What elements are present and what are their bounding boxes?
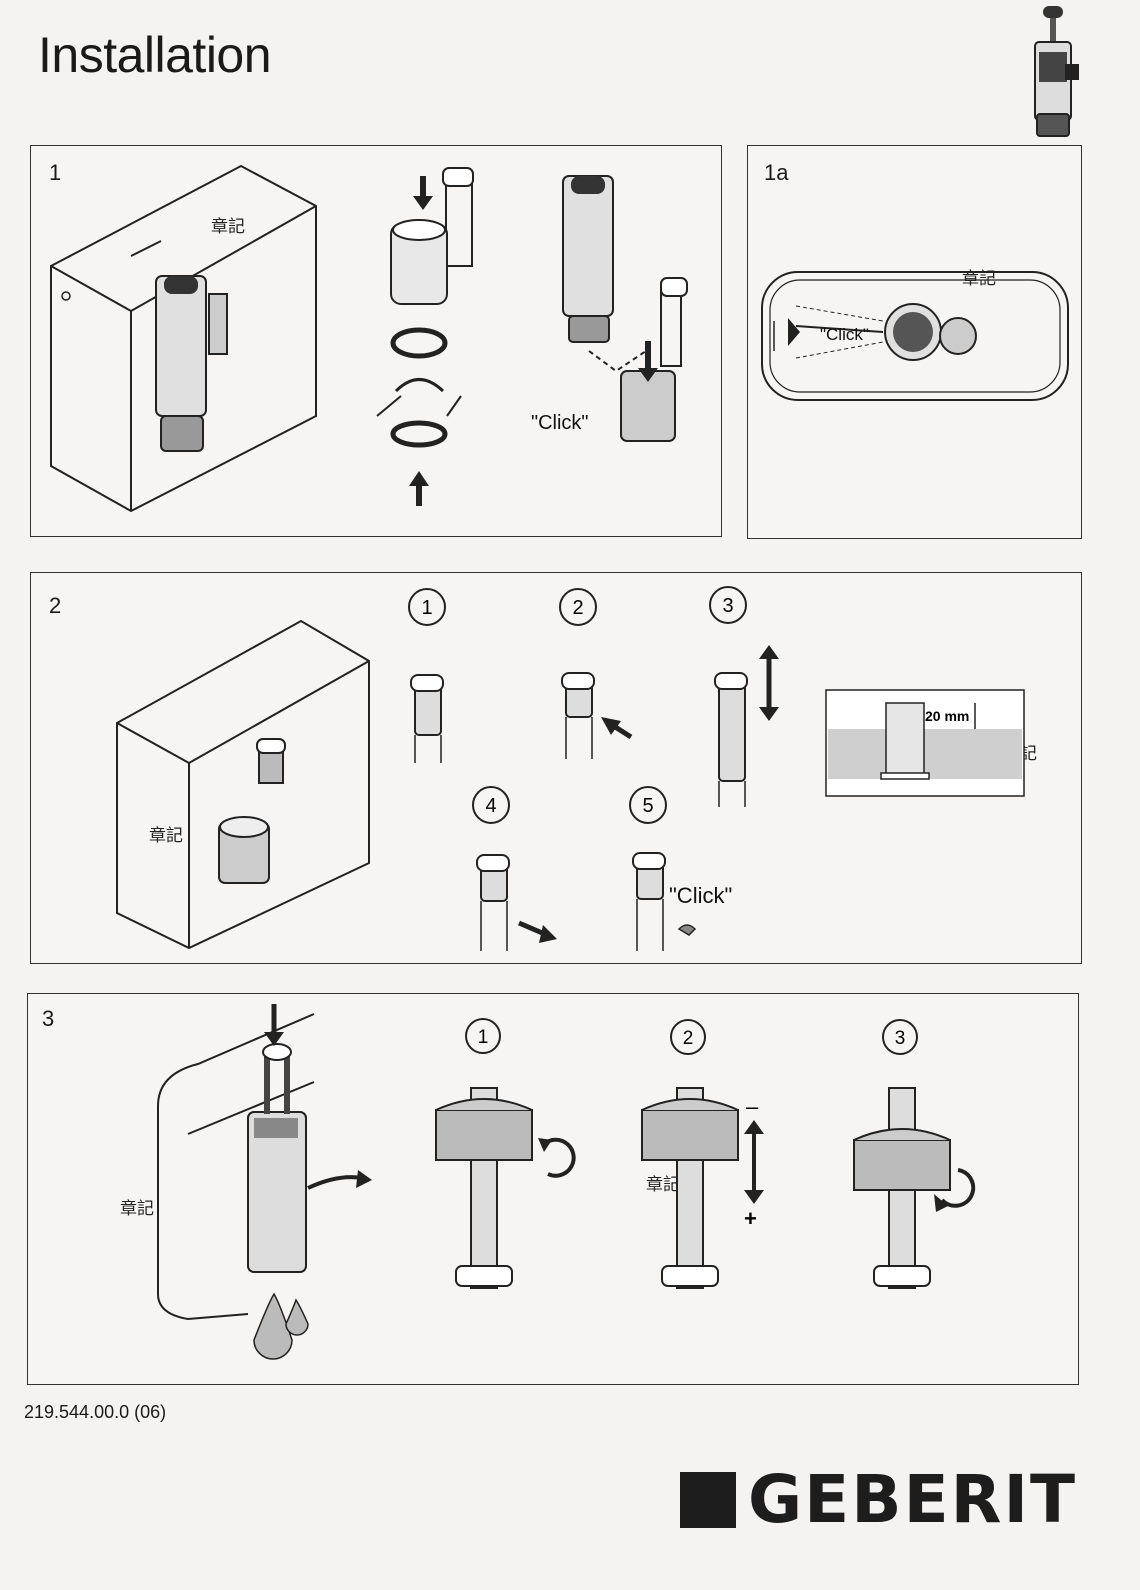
stamp-mark: 章記: [149, 826, 183, 846]
stamp-mark: 章記: [120, 1199, 154, 1219]
panel-number: 2: [49, 593, 62, 618]
step-number: 1: [421, 597, 432, 619]
step-circle: 5: [629, 786, 667, 824]
page-title: Installation: [38, 27, 272, 83]
click-label: "Click": [820, 325, 869, 344]
document-code: 219.544.00.0 (06): [24, 1402, 167, 1422]
measurement-label: 20 mm: [925, 708, 969, 724]
flush-valve-thumbnail-icon: [1034, 6, 1079, 137]
step-number: 3: [895, 1028, 906, 1049]
step-number: 2: [683, 1028, 694, 1049]
panel-step-1a: 1a 章記 "Click": [747, 145, 1082, 539]
step-number: 3: [722, 595, 733, 617]
step-circle: 2: [559, 588, 597, 626]
stamp-mark: 章記: [962, 269, 996, 289]
minus-label: –: [746, 1094, 759, 1119]
rotate-arrow-icon: [542, 1137, 576, 1178]
panel-3-illustration: 1 2 3 – +: [157, 1004, 976, 1360]
plus-label: +: [744, 1206, 757, 1231]
step-circle: 1: [465, 1018, 501, 1054]
step-circle: 4: [472, 786, 510, 824]
panel-number: 1: [49, 160, 62, 185]
brand-name: GEBERIT: [748, 1461, 1078, 1538]
brand-square-icon: [680, 1472, 736, 1528]
panel-2-illustration: 1 2 3 4 5: [116, 586, 1025, 951]
step-circle: 2: [670, 1019, 706, 1055]
arrow-icon: [413, 196, 433, 210]
brand-logo: GEBERIT: [680, 1461, 1078, 1538]
stamp-mark: 章記: [646, 1175, 680, 1195]
panel-step-3: 3 章記 章記 1 2 3: [27, 993, 1079, 1385]
panel-step-2: 2 章記 章記 1 2 3 4 5: [30, 572, 1082, 964]
click-label: "Click": [669, 883, 732, 908]
panel-1a-illustration: "Click": [761, 271, 1069, 401]
step-number: 5: [642, 795, 653, 817]
panel-number: 3: [42, 1006, 55, 1031]
step-circle: 1: [408, 588, 446, 626]
panel-number: 1a: [764, 160, 789, 185]
step-circle: 3: [882, 1019, 918, 1055]
step-number: 4: [485, 795, 496, 817]
step-number: 1: [478, 1027, 489, 1048]
click-label: "Click": [531, 412, 589, 434]
stamp-mark: 章記: [211, 217, 245, 237]
panel-step-1: 1 章記 "Click": [30, 145, 722, 537]
step-number: 2: [572, 597, 583, 619]
water-drop-icon: [253, 1292, 293, 1360]
step-circle: 3: [709, 586, 747, 624]
panel-1-illustration: "Click": [50, 164, 688, 513]
